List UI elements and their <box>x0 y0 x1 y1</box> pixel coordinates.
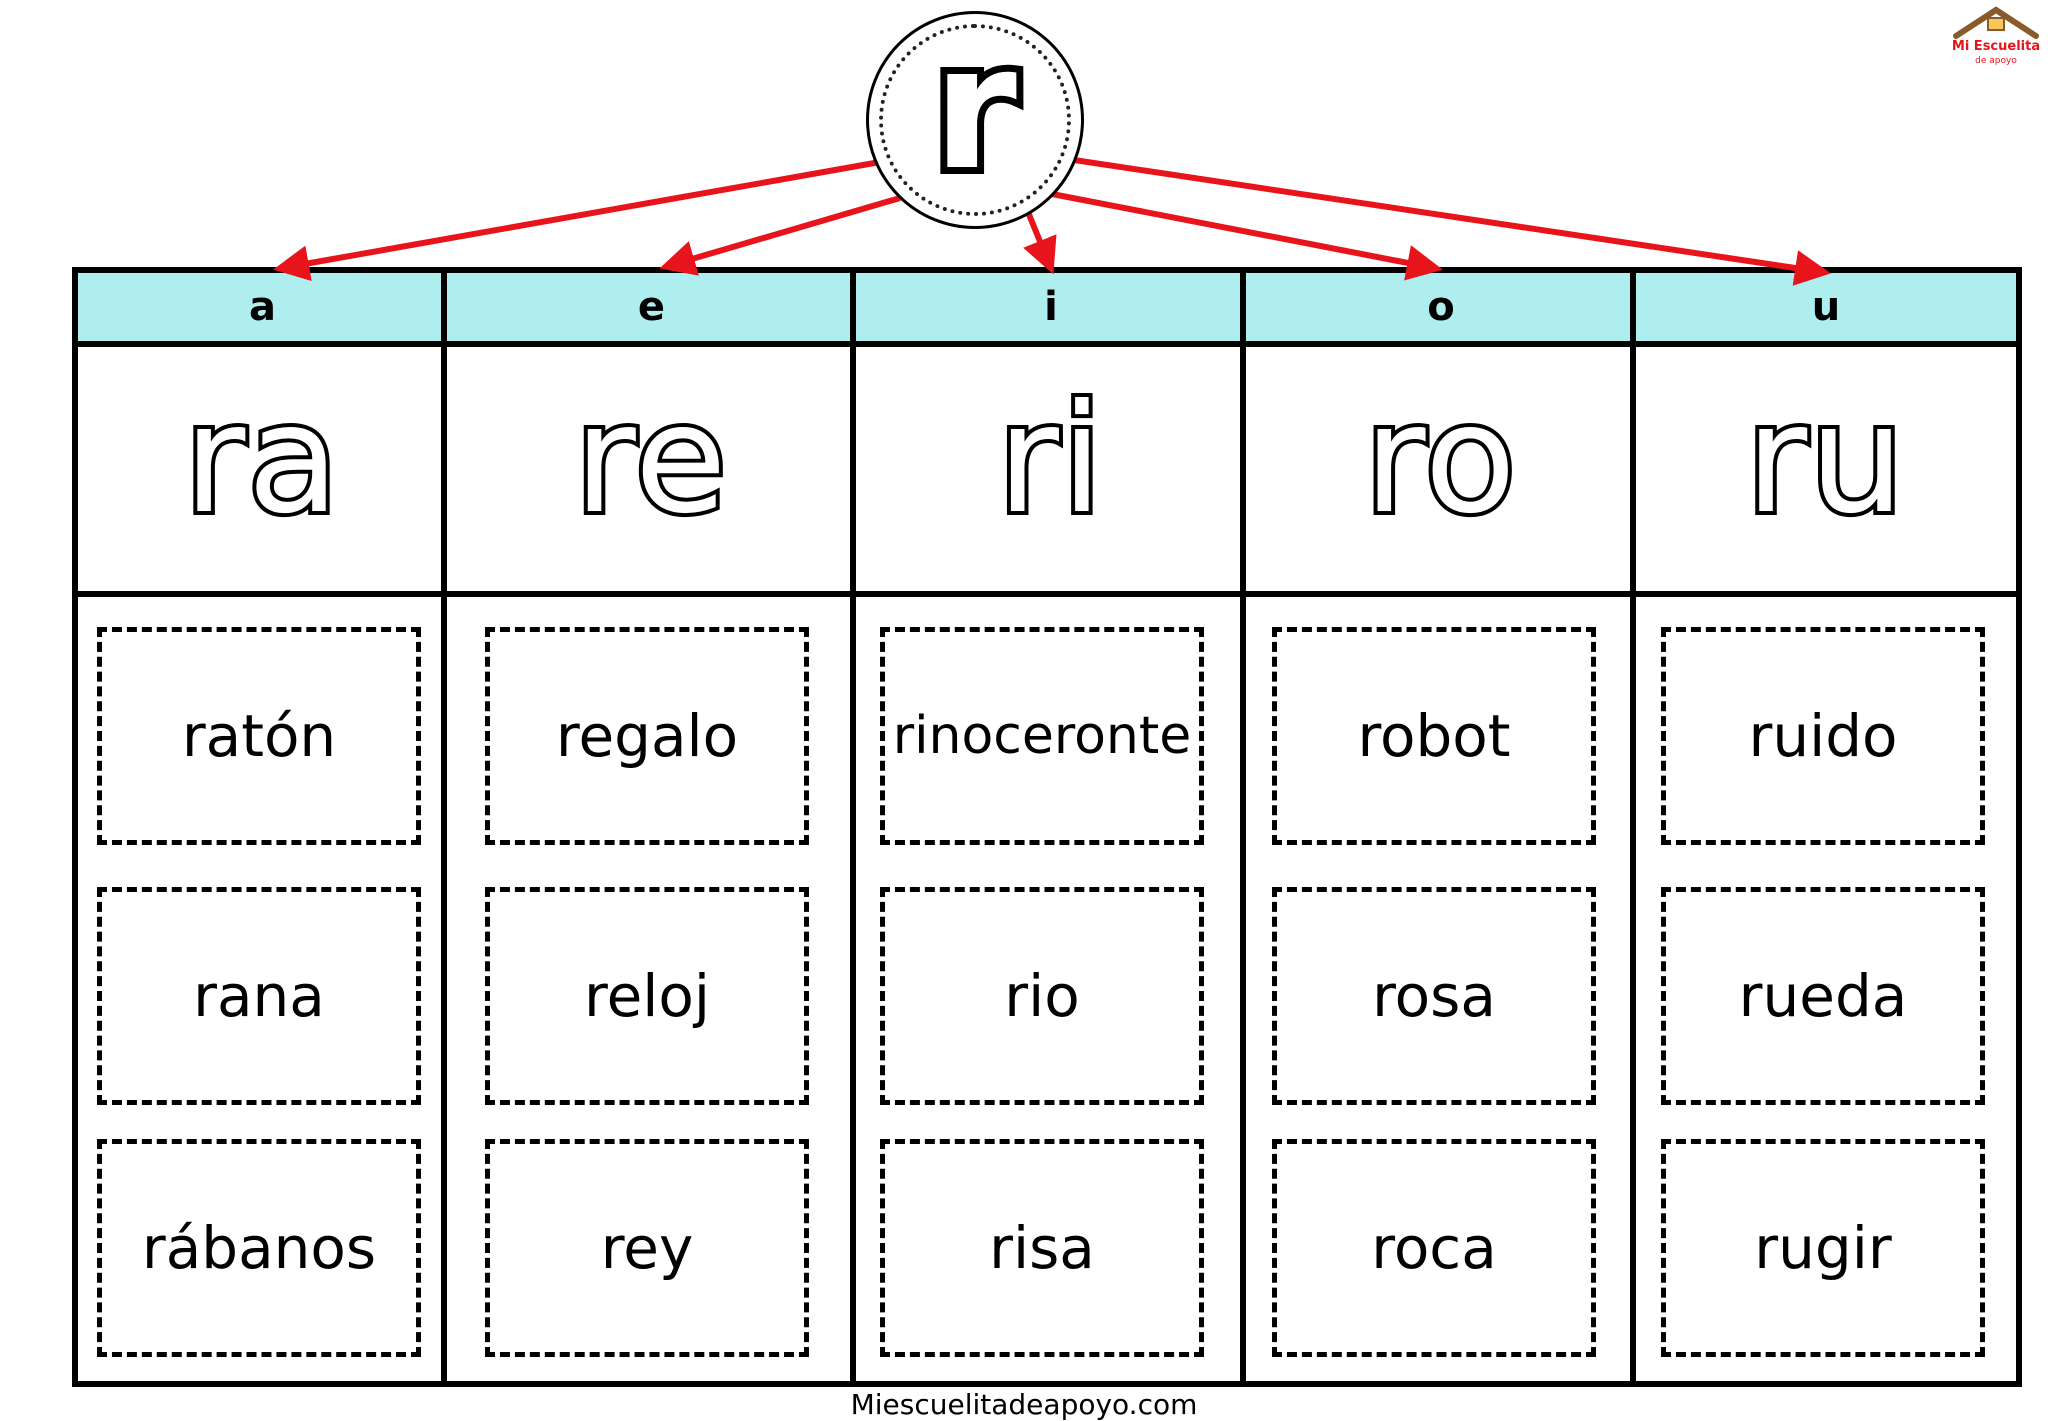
word-box: rana <box>97 887 421 1105</box>
arrow-to-i <box>1023 210 1057 275</box>
syllable-cell-ra: ra <box>78 347 447 597</box>
dotted-ring <box>879 24 1071 216</box>
word-box: ratón <box>97 627 421 845</box>
word-box: robot <box>1272 627 1596 845</box>
syllable-cell-ro: ro <box>1246 347 1636 597</box>
word-box: reloj <box>485 887 809 1105</box>
arrow-to-a <box>273 159 881 282</box>
main-letter: r <box>926 10 1024 208</box>
arrow-to-o <box>1051 191 1443 281</box>
vowel-header-i: i <box>856 273 1246 347</box>
word: rugir <box>1754 1214 1892 1282</box>
vowel-header-u: u <box>1636 273 2016 347</box>
logo-text: Mi Escuelita <box>1952 39 2040 54</box>
word-box: regalo <box>485 627 809 845</box>
syllable-ra: ra <box>180 373 344 547</box>
column-u: u ru ruido rueda rugir <box>1630 273 2016 1381</box>
word-box: rinoceronte <box>880 627 1204 845</box>
word-box: rosa <box>1272 887 1596 1105</box>
syllable-ro: ro <box>1360 373 1520 547</box>
word-box: rábanos <box>97 1139 421 1357</box>
word-box: rueda <box>1661 887 1985 1105</box>
syllable-cell-ru: ru <box>1636 347 2016 597</box>
vowel-header-o: o <box>1246 273 1636 347</box>
word-box: rugir <box>1661 1139 1985 1357</box>
column-e: e re regalo reloj rey <box>441 273 856 1381</box>
word: rio <box>1004 962 1080 1030</box>
column-o: o ro robot rosa roca <box>1240 273 1636 1381</box>
school-logo-icon: Mi Escuelita de apoyo <box>1952 6 2040 66</box>
vowel-header-a: a <box>78 273 447 347</box>
word: rana <box>193 962 325 1030</box>
footer-website: Miescuelitadeapoyo.com <box>850 1388 1198 1421</box>
word: rey <box>600 1214 694 1282</box>
word: robot <box>1357 702 1511 770</box>
syllable-cell-re: re <box>447 347 856 597</box>
word: rosa <box>1372 962 1496 1030</box>
syllable-ru: ru <box>1742 373 1909 547</box>
word: roca <box>1371 1214 1497 1282</box>
arrow-to-e <box>659 195 901 276</box>
word-box: roca <box>1272 1139 1596 1357</box>
vowel-header-e: e <box>447 273 856 347</box>
word: ruido <box>1748 702 1898 770</box>
syllable-ri: ri <box>993 373 1106 547</box>
word-box: rio <box>880 887 1204 1105</box>
word: rueda <box>1738 962 1908 1030</box>
letter-circle: r <box>866 11 1084 229</box>
word: regalo <box>555 702 739 770</box>
word-box: risa <box>880 1139 1204 1357</box>
syllable-re: re <box>570 373 731 547</box>
column-a: a ra ratón rana rábanos <box>78 273 447 1381</box>
arrow-to-u <box>1073 157 1831 286</box>
word: rábanos <box>141 1214 377 1282</box>
logo-subtext: de apoyo <box>1975 56 2017 66</box>
word: rinoceronte <box>892 706 1192 766</box>
word: reloj <box>584 962 710 1030</box>
word: ratón <box>181 702 337 770</box>
word-box: rey <box>485 1139 809 1357</box>
word: risa <box>989 1214 1095 1282</box>
column-i: i ri rinoceronte rio risa <box>850 273 1246 1381</box>
syllable-cell-ri: ri <box>856 347 1246 597</box>
syllable-table: a ra ratón rana rábanos e re regalo relo… <box>72 267 2022 1387</box>
word-box: ruido <box>1661 627 1985 845</box>
